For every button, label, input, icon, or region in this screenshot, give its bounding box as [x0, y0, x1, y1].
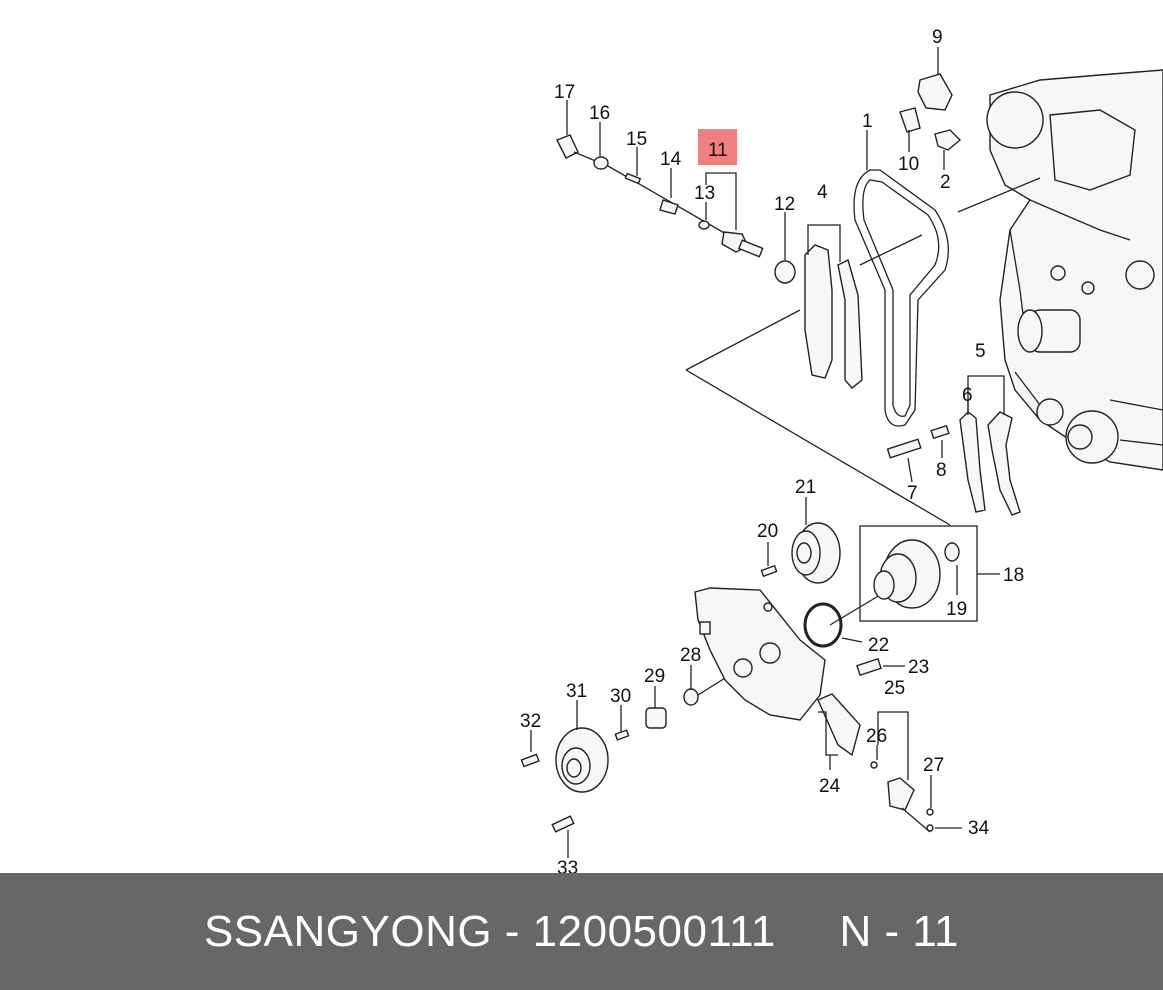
- callout-31: 31: [566, 681, 587, 702]
- nut-28-bushing-29: [645, 688, 699, 729]
- callout-labels: 17 16 15 14 11 13 12 4 1 9 10 2 5 6 7 8 …: [520, 27, 1024, 873]
- callout-33: 33: [557, 858, 578, 873]
- callout-5: 5: [975, 341, 986, 362]
- sensor-plate-31: [555, 727, 609, 793]
- callout-30: 30: [610, 686, 631, 707]
- callout-4: 4: [817, 182, 828, 203]
- bracket-25: [887, 777, 931, 833]
- parts-diagram: 17 16 15 14 11 13 12 4 1 9 10 2 5 6 7 8 …: [520, 27, 1163, 873]
- callout-7: 7: [907, 483, 918, 504]
- seal-ring-12: [774, 260, 796, 284]
- callout-22: 22: [868, 635, 889, 656]
- small-bolts: [520, 564, 934, 833]
- callout-29: 29: [644, 666, 665, 687]
- callout-23: 23: [908, 657, 929, 678]
- callout-17: 17: [554, 82, 575, 103]
- damper-pulley-box-18: [859, 525, 978, 622]
- callout-18: 18: [1003, 565, 1024, 586]
- top-bracket-parts: [899, 73, 962, 151]
- callout-11: 11: [708, 140, 728, 161]
- gasket-24: [817, 693, 861, 757]
- callout-27: 27: [923, 755, 944, 776]
- footer-bar: SSANGYONG - 1200500111 N - 11: [0, 873, 1163, 990]
- callout-32: 32: [520, 711, 541, 732]
- callout-10: 10: [898, 154, 919, 175]
- o-ring-22: [803, 602, 843, 648]
- callout-28: 28: [680, 645, 701, 666]
- callout-26: 26: [866, 726, 887, 747]
- pulley-21: [791, 522, 841, 584]
- callout-9: 9: [932, 27, 943, 48]
- callout-16: 16: [589, 103, 610, 124]
- callout-24: 24: [819, 776, 841, 797]
- callout-19: 19: [946, 599, 967, 620]
- pin-23: [856, 657, 882, 677]
- callout-12: 12: [774, 194, 795, 215]
- callout-34: 34: [968, 818, 990, 839]
- pins-7-8: [886, 424, 950, 459]
- callout-25: 25: [884, 678, 905, 699]
- timing-cover: [694, 587, 826, 721]
- timing-chain: [853, 169, 949, 427]
- callout-1: 1: [862, 111, 873, 132]
- highlight-box-11: [698, 129, 737, 165]
- callout-15: 15: [626, 129, 647, 150]
- engine-block: [986, 69, 1163, 471]
- callout-6: 6: [962, 385, 973, 406]
- tensioner-rail-5-6: [959, 411, 1021, 516]
- part-number-caption: SSANGYONG - 1200500111 N - 11: [203, 906, 960, 956]
- guide-rail-4: [804, 244, 863, 389]
- callout-21: 21: [795, 477, 816, 498]
- tensioner-assembly: [556, 134, 764, 258]
- callout-20: 20: [757, 521, 778, 542]
- callout-14: 14: [660, 149, 682, 170]
- callout-leaders: [530, 47, 1005, 858]
- callout-8: 8: [936, 460, 947, 481]
- callout-2: 2: [940, 172, 951, 193]
- callout-13: 13: [694, 183, 715, 204]
